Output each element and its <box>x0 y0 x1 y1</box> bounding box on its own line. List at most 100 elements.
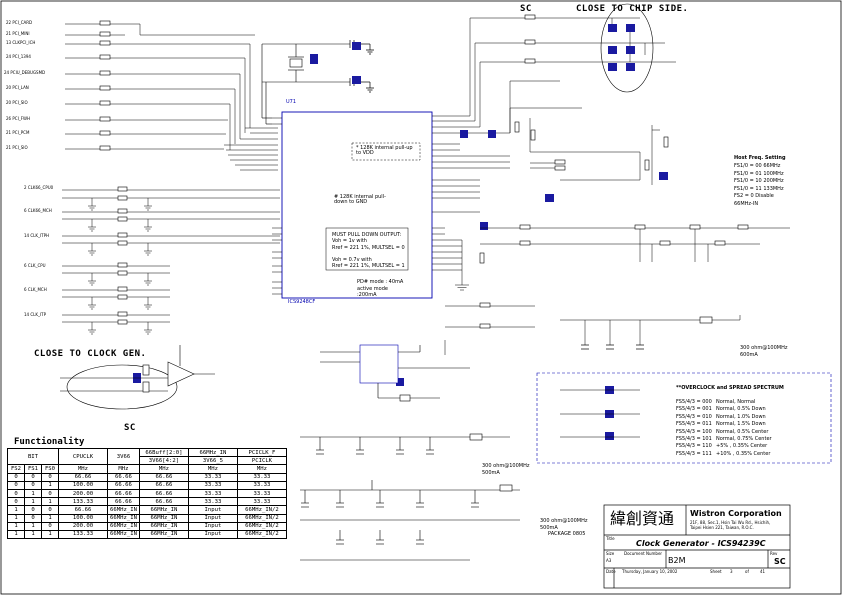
func-cell: 66.66 <box>107 472 140 482</box>
pullup-note-box <box>351 142 421 161</box>
rev-value: SC <box>774 557 786 566</box>
clock-net-label: 2 CLK66_CPU0 <box>24 185 54 190</box>
package-note: PACKAGE 0805 <box>548 531 586 537</box>
func-cell: FS0 <box>41 464 59 474</box>
spread-code: FS5/4/3 = 101 <box>676 436 712 442</box>
freq-row: FS1/0 = 00 66MHz <box>734 163 781 169</box>
right-top-resistors <box>524 14 536 64</box>
pulldown-note: # 128K internal pull-down to GND <box>334 194 386 205</box>
freq-row: FS1/0 = 11 133MHz <box>734 185 784 192</box>
pci-wires <box>65 23 278 171</box>
func-cell: 66MHz_IN <box>107 529 140 540</box>
func-cell: 1 <box>24 521 42 531</box>
chip-ref: U71 <box>286 99 297 105</box>
func-cell: 33.33 <box>187 472 238 482</box>
func-cell: PCICLK_F <box>236 447 287 458</box>
func-cell: 100.00 <box>58 480 108 490</box>
func-cell: 66MHz_IN <box>138 529 189 540</box>
func-cell: 66.66 <box>58 472 108 482</box>
func-cell: Input <box>187 521 238 531</box>
func-cell: 0 <box>24 480 42 490</box>
freq-row: FS2 = 0 Disable <box>734 193 774 199</box>
sheet-title: Clock Generator - ICS94239C <box>636 539 766 548</box>
cpu-clock-wires <box>62 189 280 323</box>
must-pull-box <box>325 227 409 271</box>
overclock-region <box>536 372 832 464</box>
left-net-label: 21 PCI_SIO <box>6 145 28 150</box>
spread-code: FS5/4/3 = 010 <box>676 413 712 420</box>
func-cell: FS1 <box>24 464 42 474</box>
spread-code: FS5/4/3 = 100 <box>676 428 712 435</box>
chip-pins <box>272 115 510 295</box>
sheet-ref-top: SC <box>520 4 532 14</box>
func-cell: 200.00 <box>58 521 108 531</box>
func-cell: 66MHz_IN <box>138 505 189 515</box>
func-cell: 133.33 <box>58 529 108 540</box>
func-cell: 33.33 <box>236 472 287 482</box>
func-cell: 66.66 <box>107 497 140 507</box>
of-value: 41 <box>760 569 766 574</box>
func-cell: 33.33 <box>187 480 238 490</box>
company-address: 21F, 88, Sec.1, Hsin Tai Wu Rd., Hsichih… <box>690 520 771 531</box>
func-cell: 200.00 <box>58 488 108 499</box>
func-cell: 66.66 <box>138 497 189 507</box>
func-cell: 66MHz_IN/2 <box>236 521 287 531</box>
func-cell: 66.66 <box>138 488 189 499</box>
r-dummy-crystal <box>310 54 318 64</box>
func-cell: MHz <box>58 464 108 474</box>
func-cell: 1 <box>41 480 59 490</box>
functionality-title: Functionality <box>14 437 85 447</box>
spread-code: FS5/4/3 = 111 <box>676 450 712 457</box>
clock-net-label: 6 CLK_CPU <box>24 263 46 268</box>
func-cell: 66MHz_IN/2 <box>236 505 287 515</box>
size-label: Size <box>606 551 615 556</box>
func-cell: Input <box>187 505 238 515</box>
func-cell: 66MHz_IN <box>107 505 140 515</box>
regulator <box>60 344 470 402</box>
func-cell: MHz <box>107 464 140 474</box>
doc-number: B2M <box>668 556 686 565</box>
clock-net-label: 6 CLK_MCH <box>24 287 47 292</box>
func-cell: 33.33 <box>187 488 238 499</box>
pd-mode-note: PD# mode : 40mA active mode :200mA <box>357 279 404 298</box>
spread-title: **OVERCLOCK and SPREAD SPECTRUM <box>676 385 784 391</box>
sc-note: SC <box>124 423 136 433</box>
middle-right-resistors <box>479 121 749 329</box>
must-pull-note: MUST PULL DOWN OUTPUT: Voh = 1v with Rre… <box>332 232 405 270</box>
func-cell: MHz <box>138 464 189 474</box>
func-cell: Input <box>187 529 238 540</box>
title-label: Title <box>606 536 615 541</box>
func-cell: 1 <box>7 513 25 523</box>
chip-part: ICS9248CF <box>288 299 316 305</box>
ferrite-note-2: 300 ohm@100MHz 500mA <box>482 463 530 476</box>
func-cell: 1 <box>7 505 25 515</box>
func-cell: BIT <box>7 447 59 466</box>
func-cell: 1 <box>41 529 59 540</box>
spread-code: FS5/4/3 = 000 <box>676 399 712 405</box>
func-cell: 33.33 <box>236 488 287 499</box>
func-cell: 66MHz_IN <box>138 521 189 531</box>
func-cell: 0 <box>41 521 59 531</box>
sheet-value: 3 <box>730 569 733 574</box>
func-cell: 66.66 <box>107 488 140 499</box>
func-cell: 1 <box>24 497 42 507</box>
of-label: of <box>745 569 749 574</box>
freq-row: FS1/0 = 01 100MHz <box>734 170 784 177</box>
ground-symbols <box>88 198 152 335</box>
func-cell: 66.66 <box>58 505 108 515</box>
left-net-label: 22 PCI_CARD <box>6 20 33 25</box>
func-cell: 1 <box>41 513 59 523</box>
func-cell: 0 <box>24 505 42 515</box>
func-cell: 33.33 <box>236 480 287 490</box>
close-to-clock-note: CLOSE TO CLOCK GEN. <box>34 349 147 359</box>
func-cell: 66MHz_IN <box>107 513 140 523</box>
func-cell: 0 <box>41 472 59 482</box>
func-cell: MHz <box>187 464 238 474</box>
middle-right-wires <box>444 107 790 355</box>
